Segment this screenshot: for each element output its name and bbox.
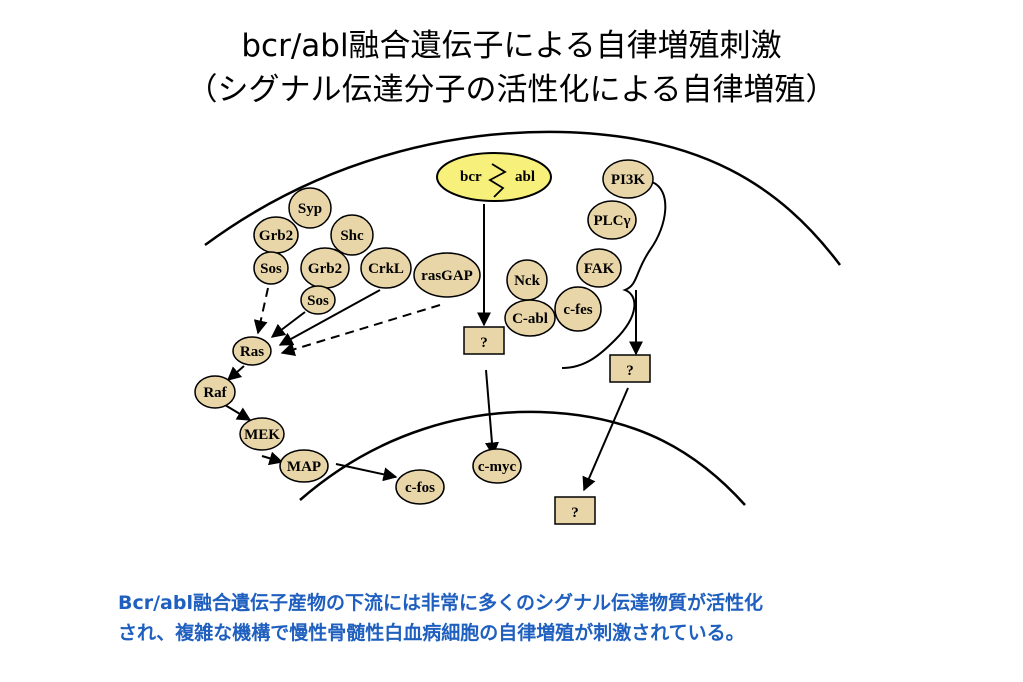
svg-text:Grb2: Grb2 [308, 261, 342, 277]
arrow-mek-to-map [261, 451, 284, 466]
node-grb2-a: Grb2 [253, 216, 299, 254]
svg-text:CrkL: CrkL [368, 261, 404, 277]
cell-membrane [204, 130, 841, 266]
node-nck: Nck [506, 259, 548, 301]
bcr-label: bcr [460, 169, 482, 185]
node-map: MAP [279, 449, 329, 483]
node-c-myc: c-myc [472, 448, 522, 484]
node-plcg: PLCγ [587, 200, 637, 240]
node-sos-b: Sos [300, 285, 336, 315]
svg-text:Sos: Sos [260, 261, 282, 277]
node-fak: FAK [576, 248, 622, 288]
arrow-map-to-cfos [335, 463, 398, 482]
arrow-rasgap-to-ras-dashed [280, 304, 441, 357]
node-mek: MEK [239, 417, 285, 451]
svg-text:Sos: Sos [307, 293, 329, 309]
node-rasgap: rasGAP [413, 252, 481, 298]
bcr-abl-fusion-node: bcr abl [436, 152, 552, 202]
svg-text:c-fos: c-fos [405, 480, 435, 496]
node-ras: Ras [232, 336, 272, 366]
node-sos-a: Sos [253, 251, 289, 285]
svg-text:c-fes: c-fes [563, 302, 592, 318]
nucleus-membrane [299, 410, 746, 506]
svg-text:c-myc: c-myc [478, 459, 517, 475]
svg-text:?: ? [626, 363, 634, 379]
svg-text:MEK: MEK [244, 427, 280, 443]
node-grb2-b: Grb2 [300, 247, 350, 289]
svg-text:FAK: FAK [584, 261, 615, 277]
svg-text:Syp: Syp [298, 201, 322, 217]
svg-text:Raf: Raf [203, 385, 227, 401]
node-c-abl: C-abl [504, 299, 556, 337]
svg-text:rasGAP: rasGAP [421, 268, 473, 284]
svg-text:Grb2: Grb2 [259, 228, 293, 244]
arrow-raf-to-mek [224, 404, 252, 421]
arrow-ras-to-raf [226, 365, 245, 381]
unknown-box-3: ? [554, 496, 596, 525]
node-shc: Shc [330, 214, 374, 256]
arrow-unknown-to-cmyc [484, 369, 499, 457]
abl-label: abl [515, 169, 535, 185]
svg-text:PI3K: PI3K [611, 172, 646, 188]
title-line-1: bcr/abl融合遺伝子による自律増殖刺激 [241, 28, 782, 64]
node-syp: Syp [288, 187, 332, 229]
svg-text:C-abl: C-abl [512, 311, 548, 327]
node-c-fes: c-fes [554, 286, 602, 332]
unknown-box-1: ? [463, 326, 505, 355]
caption: Bcr/abl融合遺伝子産物の下流には非常に多くのシグナル伝達物質が活性化 され… [118, 588, 978, 648]
arrow-crkl-to-ras [278, 289, 381, 346]
svg-text:MAP: MAP [287, 459, 321, 475]
arrow-sos-to-ras-dashed [253, 287, 269, 335]
arrow-unknown-to-unknown [582, 387, 629, 492]
node-pi3k: PI3K [602, 159, 654, 199]
node-c-fos: c-fos [395, 469, 445, 505]
title-line-2: （シグナル伝達分子の活性化による自律増殖） [186, 72, 837, 108]
svg-text:Ras: Ras [240, 344, 264, 360]
svg-text:Nck: Nck [514, 273, 540, 289]
node-raf: Raf [194, 375, 236, 409]
caption-line-1: Bcr/abl融合遺伝子産物の下流には非常に多くのシグナル伝達物質が活性化 [118, 592, 763, 614]
svg-text:?: ? [571, 505, 579, 521]
unknown-box-2: ? [609, 354, 651, 383]
svg-text:?: ? [480, 335, 488, 351]
svg-text:PLCγ: PLCγ [593, 213, 630, 229]
svg-text:Shc: Shc [340, 228, 364, 244]
node-crkl: CrkL [360, 247, 412, 289]
arrow-sos2-to-ras [270, 311, 306, 338]
caption-line-2: され、複雑な機構で慢性骨髄性白血病細胞の自律増殖が刺激されている。 [118, 622, 745, 644]
grouping-brace [561, 181, 667, 369]
